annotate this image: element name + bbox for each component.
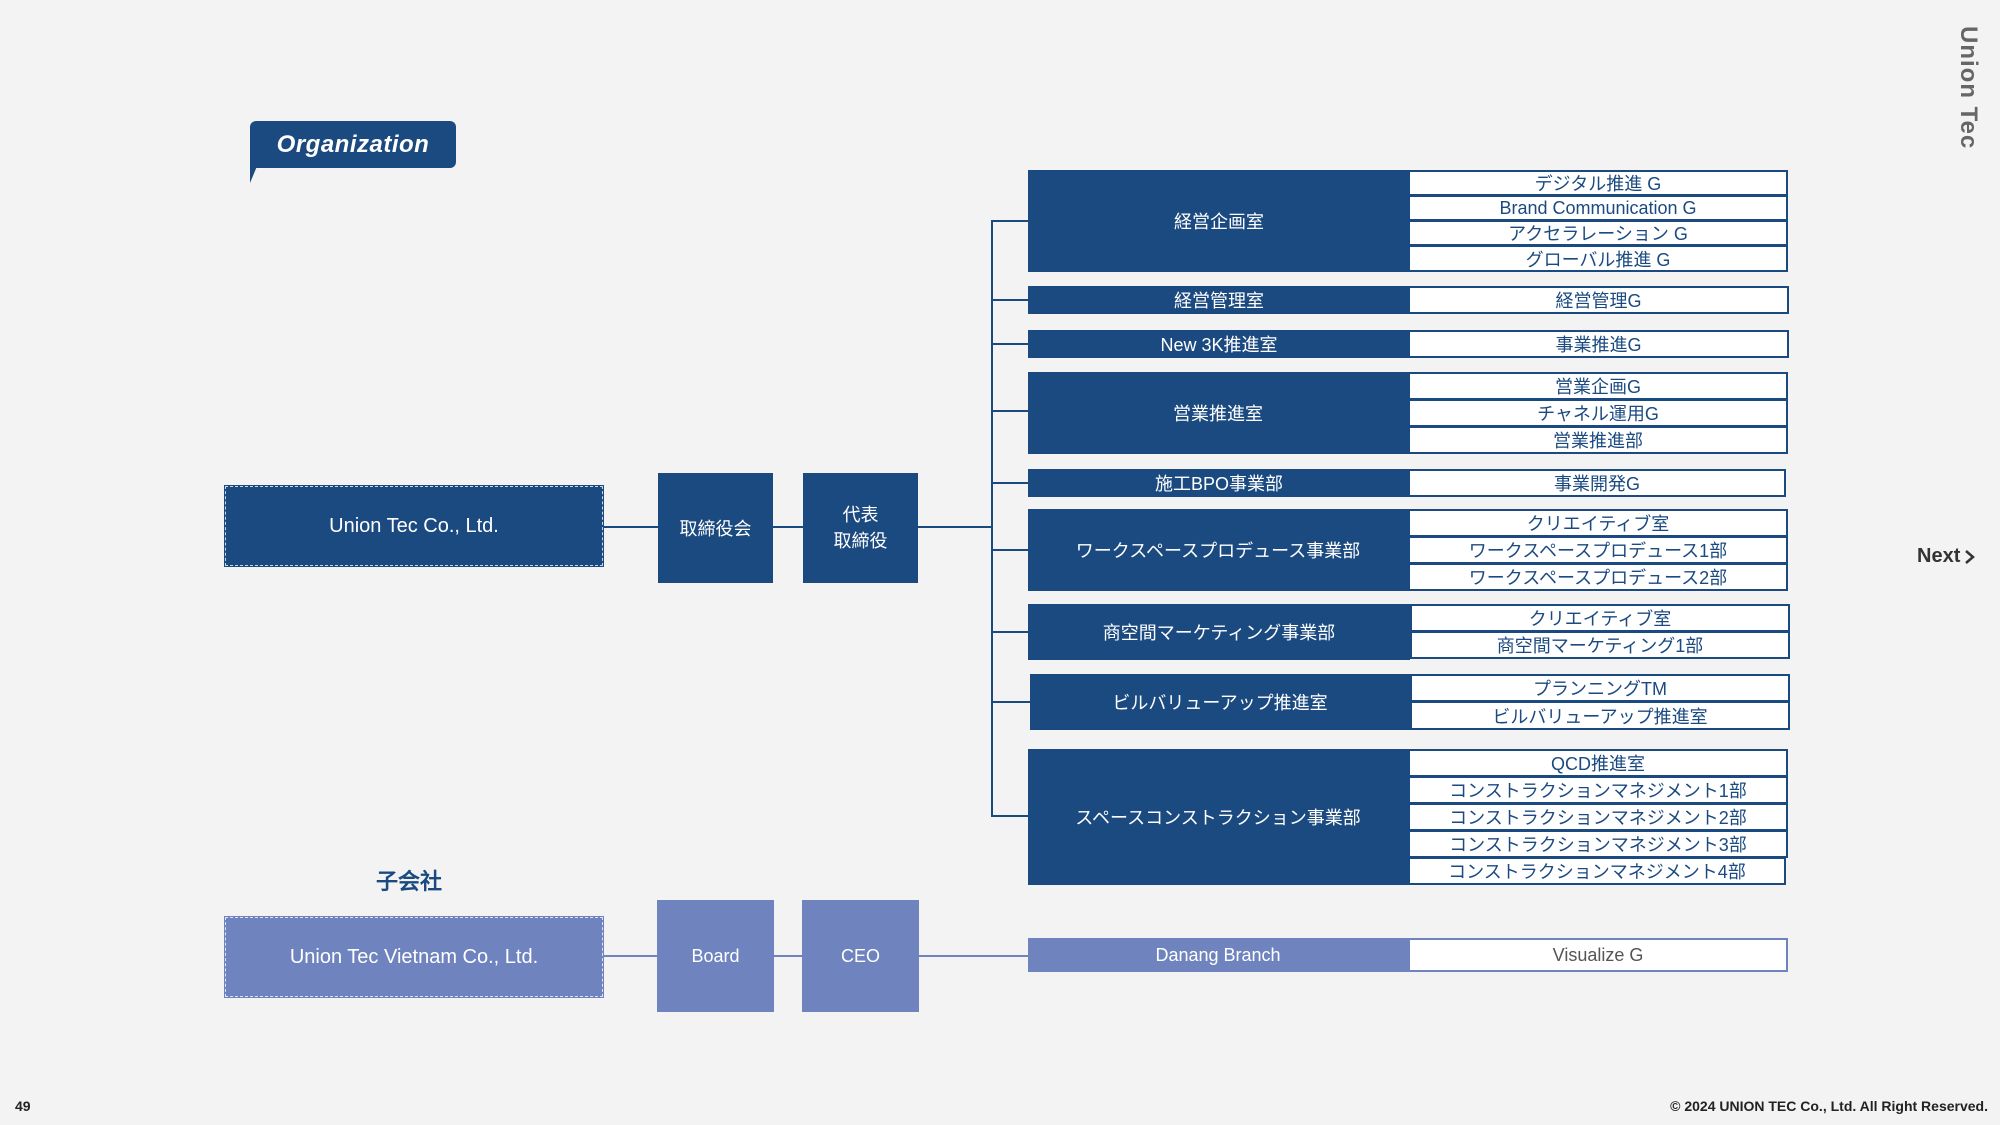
division-box: ワークスペースプロデュース事業部 xyxy=(1028,509,1408,591)
next-label: Next xyxy=(1917,545,1961,567)
connector-line xyxy=(774,955,802,957)
division-box: ビルバリューアップ推進室 xyxy=(1030,674,1410,730)
group-box: ビルバリューアップ推進室 xyxy=(1410,701,1790,730)
division-box: 商空間マーケティング事業部 xyxy=(1028,604,1410,660)
board-box: 取締役会 xyxy=(658,473,773,583)
subsidiary-ceo-box: CEO xyxy=(802,900,919,1012)
division-box: 営業推進室 xyxy=(1028,372,1408,454)
group-box: 商空間マーケティング1部 xyxy=(1410,631,1790,659)
group-box: 営業推進部 xyxy=(1408,426,1788,454)
trunk-line xyxy=(991,221,993,817)
division-box: 経営管理室 xyxy=(1028,286,1410,314)
brand-logo: Union Tec xyxy=(1955,26,1982,150)
group-box: クリエイティブ室 xyxy=(1408,509,1788,537)
branch-line xyxy=(991,299,1028,301)
branch-line xyxy=(991,410,1028,412)
group-box: ワークスペースプロデュース1部 xyxy=(1408,536,1788,564)
division-box: 施工BPO事業部 xyxy=(1028,469,1410,497)
page-number: 49 xyxy=(15,1098,31,1114)
subsidiary-company-box: Union Tec Vietnam Co., Ltd. xyxy=(224,916,604,998)
group-box: コンストラクションマネジメント4部 xyxy=(1408,857,1786,885)
branch-line xyxy=(991,220,1028,222)
division-box: New 3K推進室 xyxy=(1028,330,1410,358)
connector-line xyxy=(604,526,658,528)
ceo-label-line1: 代表 xyxy=(842,505,879,525)
division-box: 経営企画室 xyxy=(1028,170,1410,272)
subsidiary-heading: 子会社 xyxy=(376,869,443,894)
connector-line xyxy=(919,955,1028,957)
copyright: © 2024 UNION TEC Co., Ltd. All Right Res… xyxy=(1670,1098,1988,1114)
group-box: Brand Communication G xyxy=(1408,195,1788,221)
section-tag: Organization xyxy=(250,121,456,183)
group-box: 事業推進G xyxy=(1408,330,1789,358)
group-box: 営業企画G xyxy=(1408,372,1788,400)
division-box: スペースコンストラクション事業部 xyxy=(1028,749,1408,885)
branch-line xyxy=(991,701,1030,703)
group-box: アクセラレーション G xyxy=(1408,220,1788,246)
branch-line xyxy=(991,549,1028,551)
group-box: QCD推進室 xyxy=(1408,749,1788,777)
group-box: 事業開発G xyxy=(1408,469,1786,497)
branch-box: Danang Branch xyxy=(1028,938,1408,972)
group-box: 経営管理G xyxy=(1408,286,1789,314)
ceo-box: 代表 取締役 xyxy=(803,473,918,583)
branch-line xyxy=(991,482,1028,484)
group-box: Visualize G xyxy=(1408,938,1788,972)
group-box: コンストラクションマネジメント1部 xyxy=(1408,776,1788,804)
branch-line xyxy=(991,343,1028,345)
chevron-right-icon xyxy=(1965,549,1976,564)
section-tag-label: Organization xyxy=(250,121,456,168)
group-box: コンストラクションマネジメント3部 xyxy=(1408,830,1788,858)
branch-line xyxy=(991,815,1028,817)
next-button[interactable]: Next xyxy=(1917,545,1976,568)
group-box: クリエイティブ室 xyxy=(1410,604,1790,632)
group-box: グローバル推進 G xyxy=(1408,245,1788,272)
main-company-box: Union Tec Co., Ltd. xyxy=(224,485,604,567)
group-box: デジタル推進 G xyxy=(1408,170,1788,196)
group-box: プランニングTM xyxy=(1410,674,1790,702)
branch-line xyxy=(991,631,1028,633)
subsidiary-board-box: Board xyxy=(657,900,774,1012)
connector-line xyxy=(773,526,803,528)
connector-line xyxy=(918,526,992,528)
group-box: ワークスペースプロデュース2部 xyxy=(1408,563,1788,591)
connector-line xyxy=(604,955,657,957)
group-box: チャネル運用G xyxy=(1408,399,1788,427)
ceo-label-line2: 取締役 xyxy=(833,531,888,551)
group-box: コンストラクションマネジメント2部 xyxy=(1408,803,1788,831)
